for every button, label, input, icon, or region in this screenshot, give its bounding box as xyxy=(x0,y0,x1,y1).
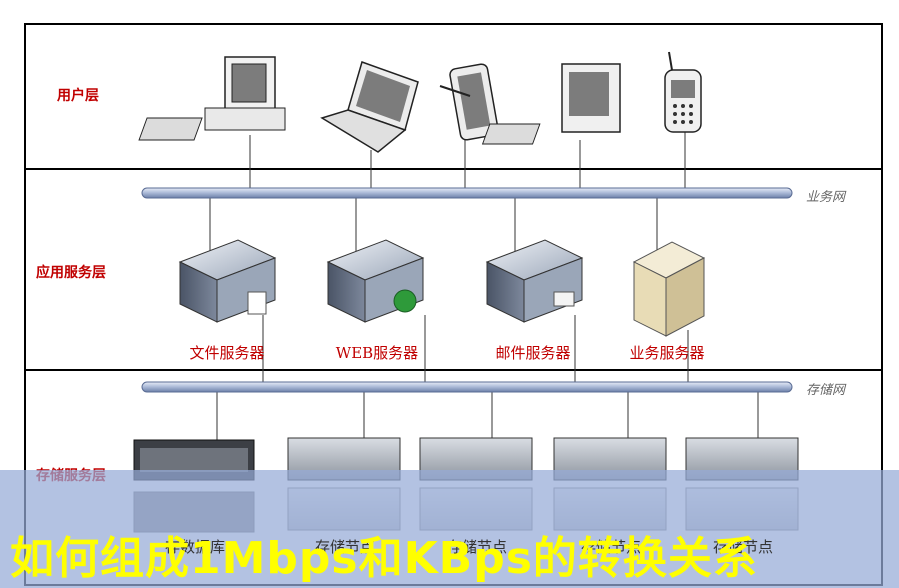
business-server-label: 业务服务器 xyxy=(629,344,705,362)
business-server-icon xyxy=(632,241,706,337)
web-server-label: WEB服务器 xyxy=(335,344,419,362)
banner-title: 如何组成1Mbps和KBps的转换关系 xyxy=(10,533,758,584)
monitor-pc-icon xyxy=(481,63,621,145)
user-layer-label: 用户层 xyxy=(57,88,99,104)
business-network-bus xyxy=(141,187,793,199)
tablet-icon xyxy=(439,63,499,141)
mobile-phone-icon xyxy=(664,51,702,133)
storage-node-label-2: 存储节点 xyxy=(446,538,507,556)
storage-node-label-4: 存储节点 xyxy=(712,538,773,556)
storage-network-label: 存储网 xyxy=(806,383,846,398)
mail-server-icon xyxy=(485,239,584,323)
title-banner xyxy=(0,470,899,588)
storage-network-bus xyxy=(141,381,793,393)
storage-node-label-3: 存储节点 xyxy=(580,538,641,556)
storage-node-label-1: 存储节点 xyxy=(314,538,375,556)
mail-server-label: 邮件服务器 xyxy=(495,344,571,362)
laptop-icon xyxy=(320,61,419,153)
connection-lines xyxy=(209,130,759,440)
desktop-pc-icon xyxy=(138,56,286,141)
database-label: 存数据库 xyxy=(164,538,225,556)
app-layer-label: 应用服务层 xyxy=(36,265,106,281)
file-server-icon xyxy=(178,239,277,323)
web-server-icon xyxy=(326,239,425,323)
business-network-label: 业务网 xyxy=(806,190,846,205)
file-server-label: 文件服务器 xyxy=(189,344,265,362)
